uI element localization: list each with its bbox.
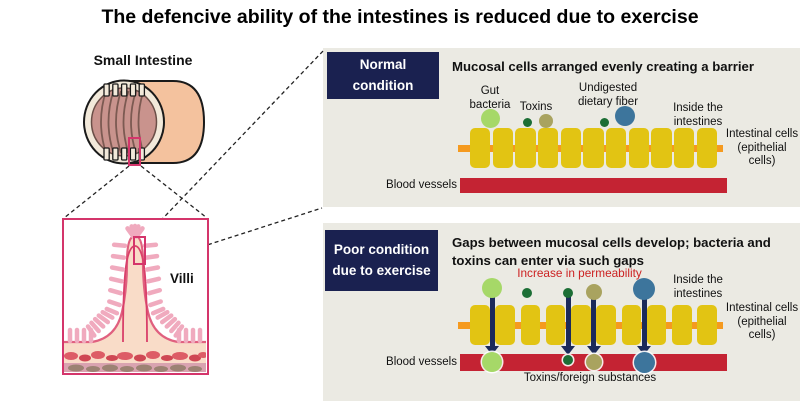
gut-bacteria-circle — [480, 108, 500, 128]
intestinal-cell — [628, 128, 649, 168]
toxins-foreign-label: Toxins/foreign substances — [523, 371, 657, 384]
normal-heading: Mucosal cells arranged evenly creating a… — [452, 59, 754, 74]
villus-illustration — [64, 223, 206, 372]
intestinal-cell — [697, 305, 717, 345]
toxin-circle — [585, 283, 602, 300]
toxin-dot — [522, 288, 532, 298]
fiber-circle-in-blood — [633, 351, 655, 373]
intestinal-cell — [520, 305, 541, 345]
gut-bacteria-circle — [482, 278, 503, 298]
fiber-circle — [615, 106, 635, 126]
permeability-note: Increase in permeability — [517, 266, 642, 280]
toxins-label: Toxins — [519, 101, 553, 113]
intestinal-cell — [470, 128, 491, 168]
intestinal-cell — [606, 128, 627, 168]
zoom-marker-villus — [133, 236, 146, 265]
permeation-arrow — [561, 291, 576, 355]
intestinal-cell — [646, 305, 667, 345]
toxin-circle-in-blood — [585, 354, 602, 370]
toxin-circle — [539, 114, 553, 128]
poor-heading: Gaps between mucosal cells develop; bact… — [452, 235, 771, 268]
intestinal-cell — [674, 128, 695, 168]
permeation-arrow — [637, 291, 651, 355]
blood-vessels-label: Blood vessels — [386, 179, 457, 191]
toxin-dot — [522, 117, 532, 127]
intestinal-cell — [696, 128, 717, 168]
intestinal-cell — [583, 128, 604, 168]
intestinal-cell — [538, 128, 559, 168]
permeation-arrow — [485, 291, 500, 355]
dashed-line — [63, 165, 130, 219]
fiber-circle — [633, 277, 655, 300]
toxin-dot — [563, 288, 574, 298]
intestinal-cell-row — [470, 128, 717, 168]
intestinal-cell — [492, 128, 513, 168]
blood-vessel-bar — [460, 177, 727, 193]
gut-bacteria-circle-in-blood — [482, 352, 503, 372]
small-intestine-illustration — [83, 79, 205, 165]
intestinal-cell — [545, 305, 566, 345]
dashed-line — [140, 165, 208, 219]
intestinal-cell — [515, 128, 536, 168]
intestinal-cell-row — [470, 305, 717, 345]
fiber-dot — [599, 117, 609, 127]
intestinal-cell — [560, 128, 581, 168]
small-intestine-label: Small Intestine — [93, 52, 193, 68]
intestinal-cell — [672, 305, 692, 345]
intestinal-cell — [495, 305, 515, 345]
permeation-arrow — [586, 291, 601, 355]
intestinal-cell — [596, 305, 616, 345]
toxin-dot-in-blood — [563, 355, 574, 365]
intestinal-cell — [470, 305, 490, 345]
page-title: The defencive ability of the intestines … — [101, 6, 699, 28]
zoom-marker-intestine — [128, 137, 141, 166]
villi-label: Villi — [170, 271, 194, 286]
intestinal-cell — [621, 305, 642, 345]
intestinal-cell — [651, 128, 672, 168]
blood-vessels-label: Blood vessels — [386, 356, 457, 368]
intestinal-cell — [571, 305, 591, 345]
